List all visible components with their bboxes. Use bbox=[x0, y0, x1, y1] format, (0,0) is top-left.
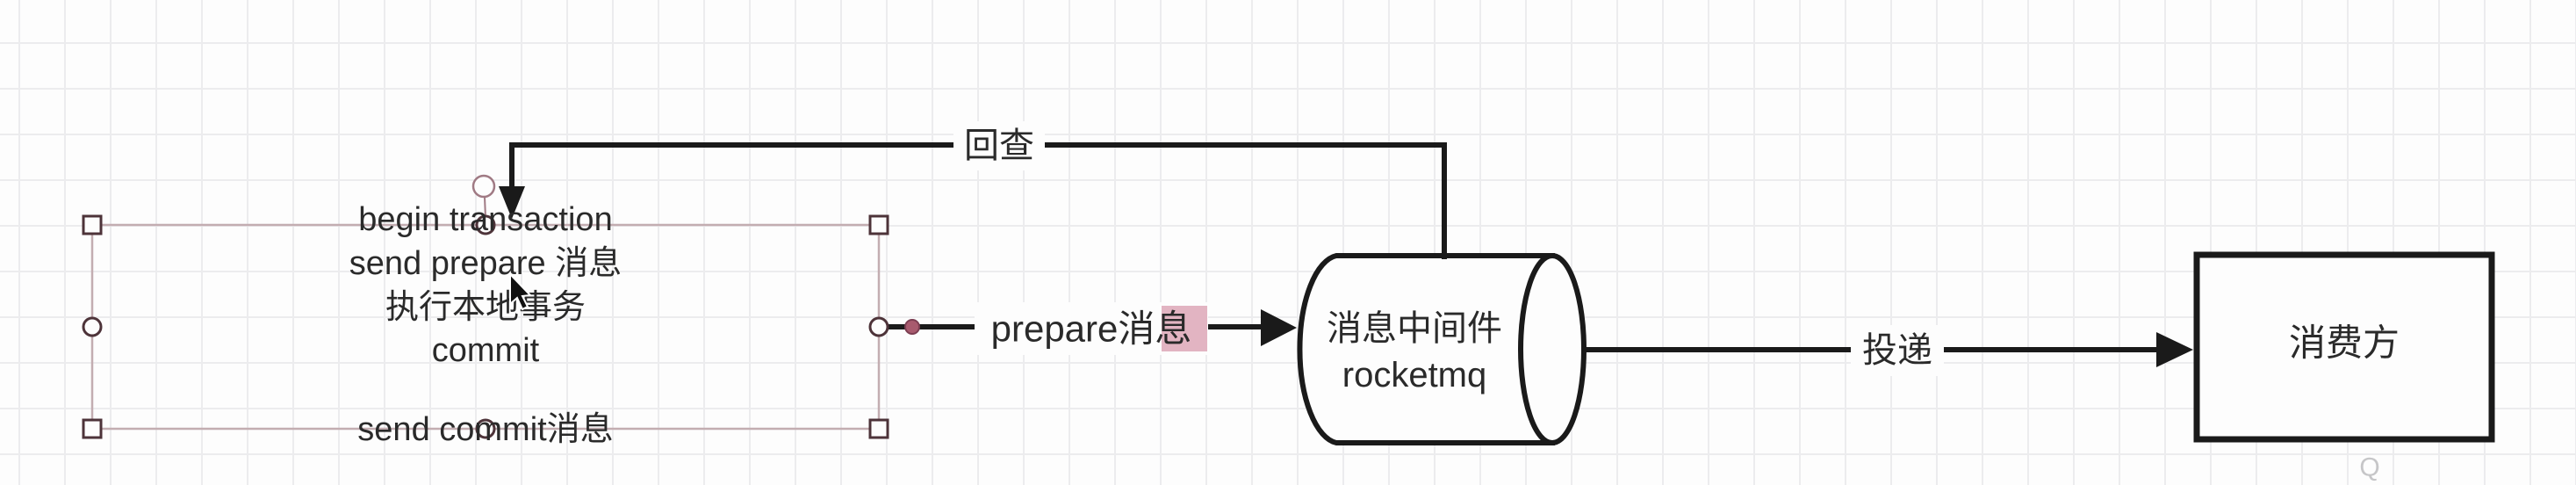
producer-bottom-line: send commit消息 bbox=[357, 411, 613, 448]
resize-handle-bottom-right[interactable] bbox=[868, 418, 889, 439]
watermark-glyph: Q bbox=[2359, 453, 2379, 482]
check-back-arrowhead-icon bbox=[499, 186, 525, 219]
prepare-label-bg bbox=[975, 302, 1208, 355]
check-back-label-bg bbox=[953, 121, 1045, 170]
deliver-label[interactable]: 投递 bbox=[1862, 331, 1932, 370]
resize-handle-bottom-center[interactable] bbox=[475, 418, 496, 439]
resize-handle-top-center[interactable] bbox=[475, 214, 496, 235]
producer-line: commit bbox=[432, 332, 540, 369]
resize-handle-bottom-left[interactable] bbox=[82, 418, 103, 439]
resize-handle-top-right[interactable] bbox=[868, 214, 889, 235]
broker-label-line2: rocketmq bbox=[1342, 356, 1487, 395]
check-back-label[interactable]: 回查 bbox=[964, 127, 1034, 165]
prepare-label-highlight bbox=[1162, 306, 1207, 351]
producer-node[interactable]: begin transaction send prepare 消息 执行本地事务… bbox=[349, 201, 622, 448]
producer-line: 执行本地事务 bbox=[385, 289, 586, 326]
deliver-label-bg bbox=[1851, 325, 1944, 376]
consumer-node[interactable] bbox=[2193, 251, 2495, 443]
broker-cylinder-body[interactable] bbox=[1297, 253, 1555, 445]
rotation-handle-stem bbox=[484, 196, 486, 219]
resize-handle-left-center[interactable] bbox=[82, 316, 103, 337]
prepare-label[interactable]: prepare消息 bbox=[991, 308, 1192, 350]
prepare-arrowhead-icon bbox=[1261, 309, 1297, 346]
producer-line: send prepare 消息 bbox=[349, 245, 622, 282]
producer-line: begin transaction bbox=[358, 201, 612, 238]
broker-cylinder-cap[interactable] bbox=[1518, 253, 1587, 445]
mouse-cursor-icon bbox=[509, 271, 533, 311]
resize-handle-top-left[interactable] bbox=[82, 214, 103, 235]
resize-handle-right-center[interactable] bbox=[868, 316, 889, 337]
deliver-arrowhead-icon bbox=[2156, 332, 2193, 367]
broker-label-line1: 消息中间件 bbox=[1327, 309, 1502, 348]
consumer-label: 消费方 bbox=[2289, 322, 2400, 364]
edge-endpoint-dot[interactable] bbox=[904, 319, 920, 335]
rotation-handle-icon[interactable] bbox=[471, 174, 496, 199]
